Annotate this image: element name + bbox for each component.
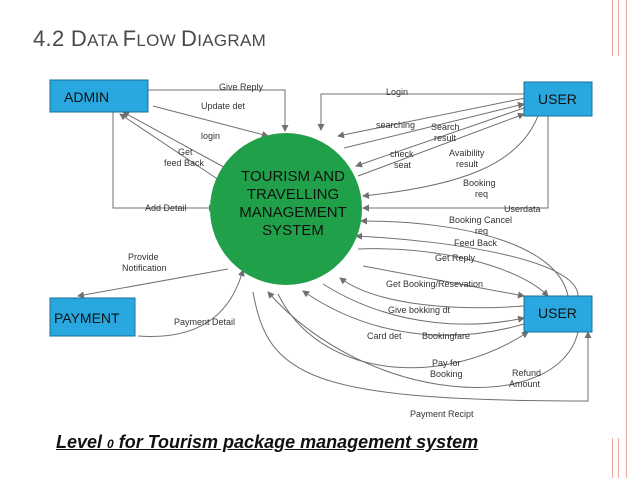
flow-arrows (77, 89, 592, 402)
entity-label: USER (538, 91, 577, 107)
data-flow-diagram: TOURISM AND TRAVELLING MANAGEMENT SYSTEM… (49, 79, 593, 419)
process-label: TOURISM AND (241, 168, 345, 185)
entity-label: PAYMENT (54, 310, 120, 326)
entity-payment (49, 297, 136, 337)
flow-label: Userdata (504, 204, 541, 214)
flow-label: Booking Cancel (449, 215, 512, 225)
flow-label: Provide (128, 252, 159, 262)
entity-label: USER (538, 305, 577, 321)
flow-label: result (434, 133, 457, 143)
flow-label: Get Booking/Resevation (386, 279, 483, 289)
central-process (210, 133, 362, 285)
flow-label: Update det (201, 101, 246, 111)
flow-label: Get Reply (435, 253, 476, 263)
flow-label: Pay for (432, 358, 461, 368)
process-label: SYSTEM (262, 222, 324, 239)
flow-label: Payment Recipt (410, 409, 474, 419)
flow-label: Avaibility (449, 148, 485, 158)
flow-label: Notification (122, 263, 167, 273)
flow-label: Login (386, 87, 408, 97)
slide-caption: Level 0 for Tourism package management s… (56, 432, 479, 452)
flow-label: Feed Back (454, 238, 498, 248)
flow-label: feed Back (164, 158, 205, 168)
flow-label: Booking (463, 178, 496, 188)
flow-label: Booking (430, 369, 463, 379)
flow-label: seat (394, 160, 412, 170)
flow-label: Refund (512, 368, 541, 378)
flow-label: Search (431, 122, 460, 132)
flow-label: Bookingfare (422, 331, 470, 341)
process-label: MANAGEMENT (239, 204, 347, 221)
flow-label: Payment Detail (174, 317, 235, 327)
flow-label: login (201, 131, 220, 141)
diagram-panel: TOURISM AND TRAVELLING MANAGEMENT SYSTEM… (38, 56, 620, 438)
decorative-stripe (626, 0, 627, 478)
flow-label: req (475, 226, 488, 236)
flow-label: Amount (509, 379, 541, 389)
flow-label: check (390, 149, 414, 159)
entity-label: ADMIN (64, 89, 109, 105)
flow-label: req (475, 189, 488, 199)
flow-label: Add Detail (145, 203, 187, 213)
flow-label: result (456, 159, 479, 169)
flow-label: Card det (367, 331, 402, 341)
process-label: TRAVELLING (247, 186, 339, 203)
entity-user-bottom (523, 295, 593, 333)
flow-label: Get (178, 147, 193, 157)
entity-user-top (523, 81, 593, 117)
flow-label: Give bokking dt (388, 305, 451, 315)
entity-admin (49, 79, 149, 113)
flow-label: searching (376, 120, 415, 130)
slide-title: 4.2 DATA FLOW DIAGRAM (33, 26, 267, 51)
flow-label: Give Reply (219, 82, 264, 92)
